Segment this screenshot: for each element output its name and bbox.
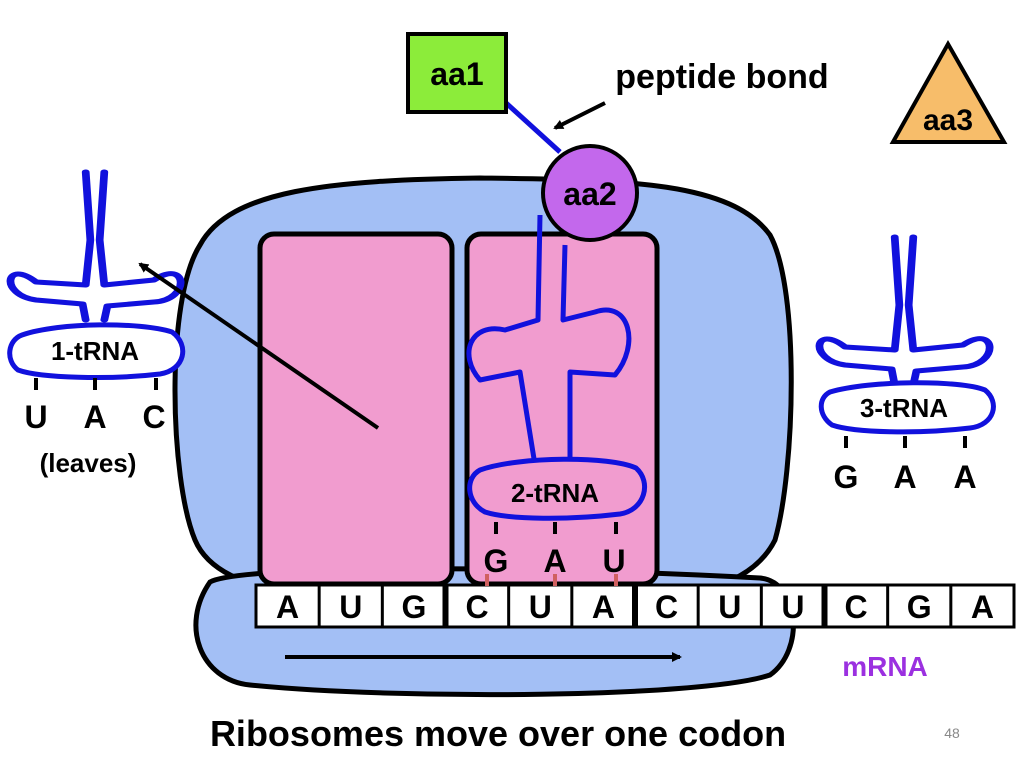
mrna-base: C (655, 589, 678, 625)
mrna-base: G (401, 589, 426, 625)
anticodon-base: G (484, 543, 509, 579)
anticodon-tick (963, 436, 967, 448)
mrna-base: A (276, 589, 299, 625)
anticodon-tick (154, 378, 158, 390)
mrna-base: U (718, 589, 741, 625)
slide-caption: Ribosomes move over one codon (210, 713, 786, 754)
anticodon-tick (34, 378, 38, 390)
peptide-bond-line (503, 100, 562, 154)
trna-1: 1-tRNA U A C (leaves) (7, 172, 186, 478)
anticodon-base: A (953, 459, 976, 495)
anticodon-tick (614, 522, 618, 534)
mrna-base: C (466, 589, 489, 625)
base-pair-ticks (485, 574, 618, 586)
slide-number: 48 (944, 725, 960, 741)
anticodon-base: C (142, 399, 165, 435)
anticodon-tick (903, 436, 907, 448)
trna-exit-arrow (138, 262, 380, 430)
anticodon-base: U (24, 399, 47, 435)
mrna-label: mRNA (842, 651, 928, 682)
mrna-base: C (845, 589, 868, 625)
trna-label: 1-tRNA (51, 336, 139, 366)
anticodon-tick (494, 522, 498, 534)
trna-2: 2-tRNA G A U (466, 214, 648, 579)
trna-3: 3-tRNA G A A (818, 237, 996, 495)
amino-acid-aa1: aa1 (406, 32, 508, 114)
mrna-base: U (529, 589, 552, 625)
mrna-base: A (971, 589, 994, 625)
peptide-bond-arrow (553, 101, 606, 130)
anticodon-base: U (602, 543, 625, 579)
aa1-label: aa1 (430, 56, 483, 92)
aa2-label: aa2 (563, 176, 616, 212)
anticodon-loop (467, 456, 648, 521)
base-pair-tick (485, 574, 489, 586)
trna-label: 3-tRNA (860, 393, 948, 423)
trna-label: 2-tRNA (511, 478, 599, 508)
mrna-base: U (339, 589, 362, 625)
base-pair-tick (614, 574, 618, 586)
peptide-bond-label: peptide bond (615, 58, 828, 96)
anticodon-loop (818, 380, 996, 435)
anticodon-base: G (834, 459, 859, 495)
anticodon-base: A (543, 543, 566, 579)
anticodon-loop (7, 322, 186, 380)
anticodon-tick (844, 436, 848, 448)
mrna-base: G (907, 589, 932, 625)
base-pair-tick (553, 574, 557, 586)
mrna-base: U (781, 589, 804, 625)
mrna-base: A (592, 589, 615, 625)
aa3-label: aa3 (923, 104, 973, 137)
anticodon-tick (93, 378, 97, 390)
amino-acid-aa3: aa3 (889, 39, 1008, 144)
anticodon-base: A (83, 399, 106, 435)
trna-stem-left (466, 214, 543, 466)
amino-acid-aa2: aa2 (541, 144, 639, 242)
ribosome-p-site (257, 231, 455, 587)
trna-stem-right (560, 244, 632, 465)
anticodon-base: A (893, 459, 916, 495)
anticodon-tick (553, 522, 557, 534)
leaves-note: (leaves) (40, 448, 137, 478)
